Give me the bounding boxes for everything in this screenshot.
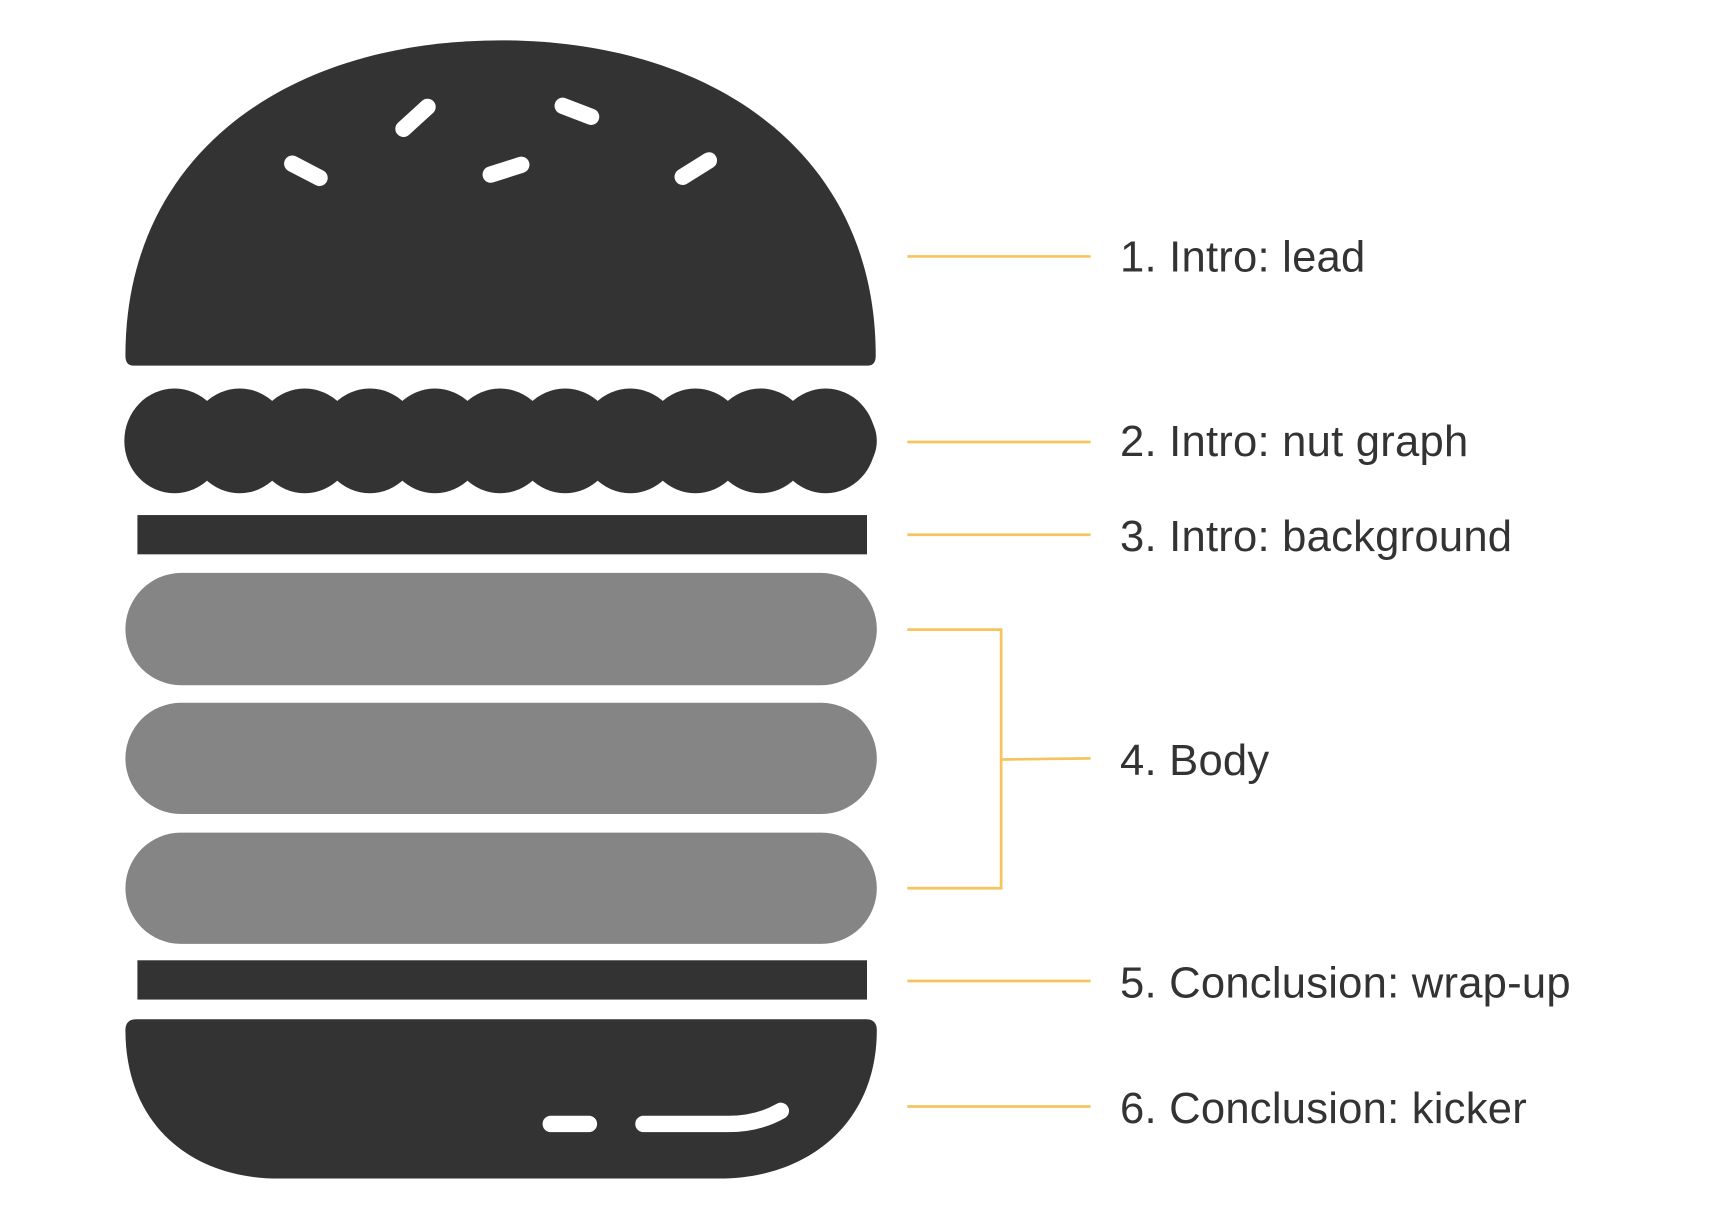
bottom-bun bbox=[125, 1019, 877, 1179]
bottom-slice bbox=[137, 960, 867, 1000]
top-slice bbox=[137, 515, 867, 555]
patty bbox=[125, 572, 877, 686]
top-bun-shape bbox=[125, 40, 876, 366]
patties bbox=[125, 572, 877, 944]
label-body: 4. Body bbox=[1120, 737, 1269, 785]
patty bbox=[125, 702, 877, 815]
sesame-seed bbox=[554, 97, 600, 125]
sesame-seed bbox=[482, 156, 530, 183]
bun-highlights bbox=[542, 1102, 790, 1133]
patty bbox=[125, 832, 877, 944]
sesame-seed bbox=[284, 155, 328, 187]
highlight-curve bbox=[635, 1102, 790, 1133]
lettuce-wave bbox=[775, 388, 876, 494]
connector-body bbox=[1001, 757, 1091, 761]
connectors bbox=[907, 255, 1091, 1108]
sesame-seed bbox=[395, 98, 436, 137]
label-wrap-up: 5. Conclusion: wrap-up bbox=[1120, 959, 1571, 1007]
top-bun bbox=[125, 40, 876, 366]
sesame-seed bbox=[674, 152, 718, 185]
bottom-bun-shape bbox=[125, 1019, 877, 1179]
lettuce bbox=[124, 388, 877, 494]
label-nut-graph: 2. Intro: nut graph bbox=[1120, 418, 1468, 466]
sesame-seeds bbox=[284, 97, 718, 187]
connector-body-bracket bbox=[907, 628, 1003, 890]
label-background: 3. Intro: background bbox=[1120, 513, 1512, 561]
labels: 1. Intro: lead 2. Intro: nut graph 3. In… bbox=[1120, 234, 1571, 1133]
label-lead: 1. Intro: lead bbox=[1120, 234, 1366, 282]
label-kicker: 6. Conclusion: kicker bbox=[1120, 1085, 1527, 1133]
